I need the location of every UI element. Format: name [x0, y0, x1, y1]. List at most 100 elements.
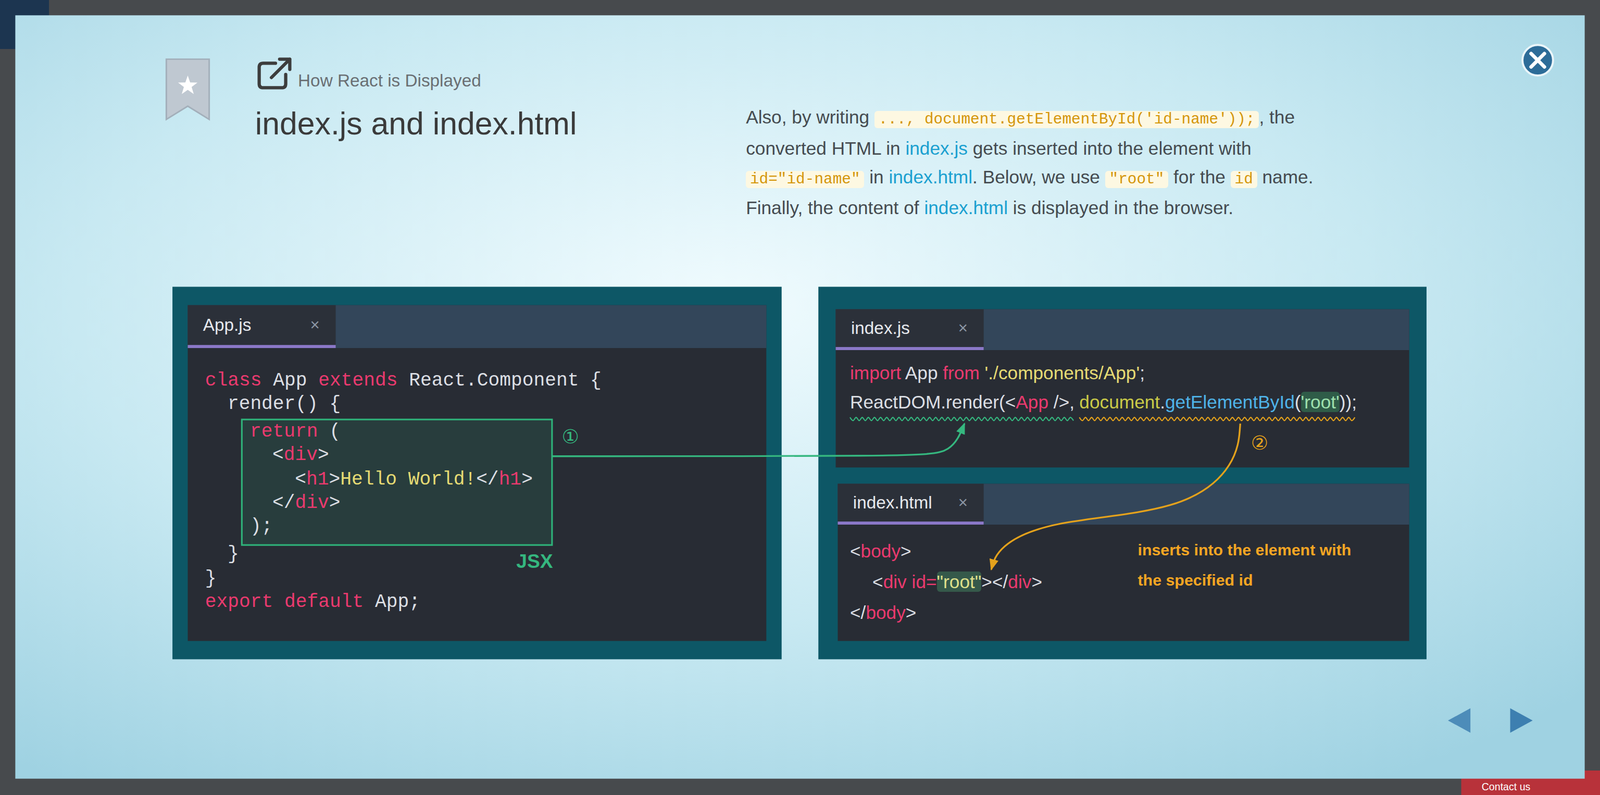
- text-run: h1: [306, 468, 330, 491]
- tab-bar: [837, 483, 1409, 525]
- text-run: >: [317, 444, 330, 466]
- external-link-icon: [259, 59, 291, 89]
- text-run: div: [883, 571, 907, 592]
- text-run: }: [205, 567, 217, 590]
- code-line: return (: [250, 419, 341, 444]
- text-run: (: [317, 420, 341, 443]
- text-run: gets inserted into the element with: [967, 138, 1252, 159]
- tab: [187, 305, 336, 348]
- close-cross: [1531, 53, 1545, 67]
- code-line: import App from './components/App';: [850, 360, 1145, 385]
- code-line: <div>: [272, 443, 330, 467]
- text-slot: import App from './components/App';: [850, 360, 1145, 385]
- text-slot: export default App;: [205, 590, 421, 614]
- text-run: extends: [318, 369, 398, 392]
- inline-code: "root": [1105, 170, 1169, 189]
- text-slot: ②: [1251, 430, 1269, 456]
- text-run: </: [850, 602, 866, 623]
- text-run: ));: [1339, 391, 1357, 412]
- code-editor: App.js × class App extends React.Component…: [187, 305, 767, 642]
- bookmark-shape: [166, 59, 209, 120]
- connector-arrow: [552, 423, 965, 457]
- text-run: class: [205, 369, 262, 392]
- next-arrow: [1510, 707, 1533, 733]
- modal-panel: [15, 15, 1585, 779]
- text-run: }: [227, 543, 240, 565]
- wavy-underline: [850, 417, 1074, 421]
- paragraph: Also, by writing ..., document.getElemen…: [745, 103, 1314, 223]
- text-run: in: [864, 166, 889, 187]
- tab-close: ×: [958, 315, 968, 341]
- code-line: <div id="root"></div>: [872, 569, 1043, 594]
- text-run: .: [1159, 391, 1166, 412]
- text-slot: index.js and index.html: [255, 103, 578, 144]
- slide-title: index.js and index.html: [255, 103, 578, 144]
- tab: [837, 483, 984, 525]
- text-slot: class App extends React.Component {: [205, 368, 602, 393]
- text-run: >: [329, 492, 341, 514]
- tab-bar: [835, 309, 1410, 350]
- text-run: App: [261, 369, 319, 392]
- text-run: </: [476, 468, 499, 491]
- text-run: App;: [363, 591, 421, 613]
- text-slot: return (: [250, 419, 341, 444]
- tab-close: ×: [310, 312, 320, 337]
- close-button: [1522, 44, 1554, 76]
- text-run: from: [942, 362, 980, 383]
- link-arrow: [271, 59, 290, 78]
- jsx-box: return (<div><h1>Hello World!</h1></div>…: [241, 419, 553, 545]
- callout-number: ①: [561, 424, 579, 449]
- code-editor: index.html×<body></body><div id="root"><…: [837, 483, 1409, 642]
- editor-window: [837, 483, 1409, 642]
- text-run: <: [294, 468, 307, 491]
- text-slot: render() {: [227, 392, 341, 416]
- text-slot: App.js: [203, 312, 252, 337]
- text-slot: Contact us: [1481, 779, 1531, 794]
- note: inserts into the element with the specif…: [1137, 534, 1375, 597]
- editor-window: [835, 309, 1410, 468]
- text-slot: );: [250, 514, 273, 539]
- jsx-frame: [241, 419, 553, 545]
- text-run: App: [901, 362, 943, 383]
- text-run: ;: [1139, 362, 1145, 383]
- text-slot: <div>: [272, 443, 330, 467]
- text-run: Finally, the content of: [745, 197, 924, 218]
- jsx-label: JSX: [516, 548, 553, 574]
- tab-underline: [837, 521, 984, 525]
- close-circle: [1522, 44, 1554, 76]
- text-run: body: [865, 602, 906, 623]
- text-run: App: [1015, 391, 1049, 412]
- code-line: render() {: [227, 392, 341, 416]
- tab: [835, 309, 984, 350]
- text-run: index.html: [923, 197, 1008, 218]
- code-line: ReactDOM.render(<App />,: [850, 389, 1075, 415]
- text-run: </: [272, 492, 296, 514]
- text-run: [979, 362, 985, 383]
- text-run: ReactDOM.render(: [850, 391, 1006, 412]
- text-slot: }: [205, 566, 217, 591]
- jsx-outline: [241, 419, 553, 545]
- text-run: <: [272, 444, 284, 466]
- text-slot: Also, by writing ..., document.getElemen…: [745, 103, 1314, 223]
- tab-title: index.html: [853, 490, 933, 515]
- tab-title: App.js: [203, 312, 252, 337]
- text-run: div: [283, 444, 318, 466]
- text-slot: }: [227, 542, 240, 566]
- text-run: converted HTML in: [745, 138, 906, 159]
- editor-background: [837, 483, 1409, 642]
- editor-background: [187, 305, 767, 642]
- code-line: <body>: [850, 538, 912, 564]
- text-run: div: [295, 492, 330, 514]
- text-slot: How React is Displayed: [297, 69, 482, 92]
- text-slot: ×: [958, 490, 968, 515]
- text-run: React.Component {: [397, 369, 602, 392]
- button-label: Contact us: [1481, 779, 1531, 794]
- code-editor: index.js×import App from './components/A…: [835, 309, 1410, 468]
- text-run: >: [1031, 571, 1043, 592]
- text-slot: ①: [561, 424, 579, 449]
- text-slot: index.html: [853, 490, 933, 515]
- code-line: }: [205, 566, 217, 591]
- tab-close: ×: [958, 490, 968, 515]
- text-slot: </body>: [850, 600, 917, 625]
